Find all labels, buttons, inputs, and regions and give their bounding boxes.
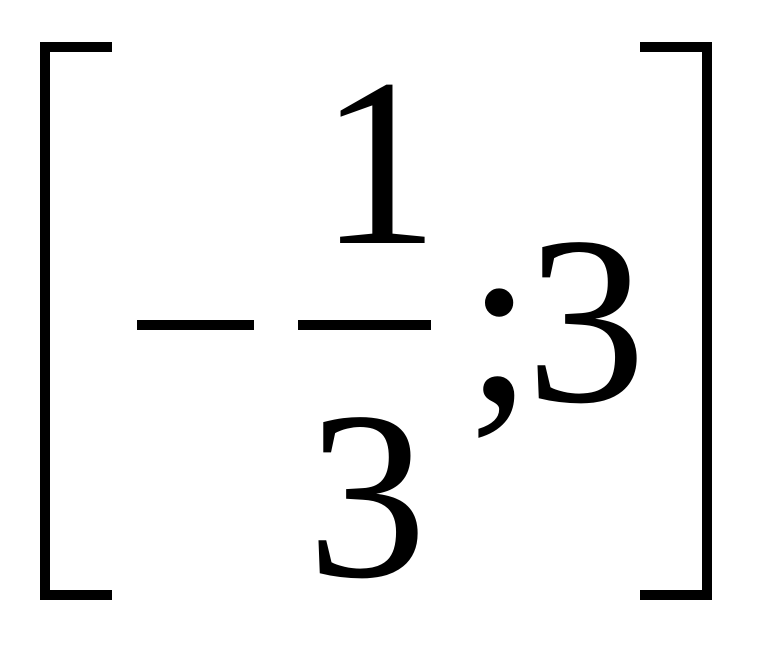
right-square-bracket	[640, 42, 712, 600]
interval-separator: ;	[466, 187, 533, 453]
minus-sign	[137, 320, 254, 330]
fraction-bar	[298, 320, 431, 330]
interval-upper-bound: 3	[526, 187, 646, 453]
fraction-numerator: 1	[319, 29, 439, 295]
left-square-bracket	[40, 42, 112, 600]
fraction-denominator: 3	[307, 362, 427, 628]
